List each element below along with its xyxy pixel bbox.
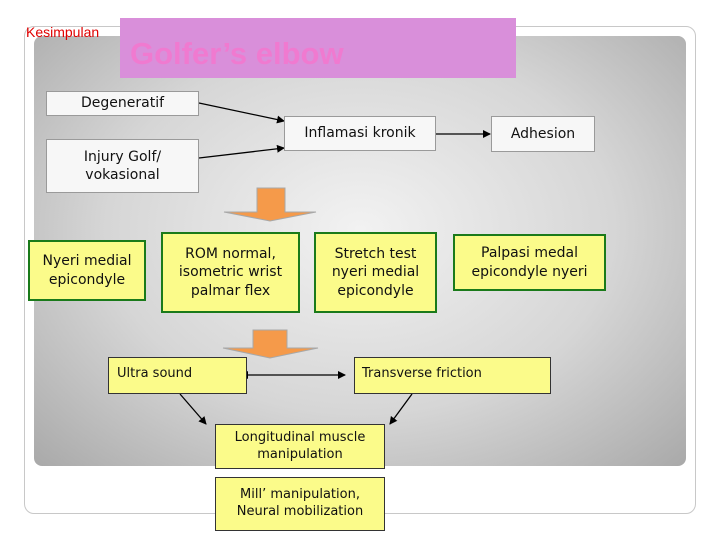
arrow-ultrasound-to-longitudinal [179, 393, 207, 425]
section-label: Kesimpulan [26, 24, 100, 40]
box-injury: Injury Golf/ vokasional [46, 139, 199, 193]
box-longitudinal: Longitudinal muscle manipulation [215, 424, 385, 469]
arrow-injury-to-inflamasi [198, 144, 285, 159]
box-mill: Mill’ manipulation, Neural mobilization [215, 477, 385, 531]
box-stretch: Stretch test nyeri medial epicondyle [314, 232, 437, 313]
box-palpasi: Palpasi medal epicondyle nyeri [453, 234, 606, 291]
box-ultra-sound: Ultra sound [108, 357, 247, 394]
down-arrow-lower [222, 329, 319, 359]
box-nyeri-medial: Nyeri medial epicondyle [28, 240, 146, 301]
slide-title: Golfer’s elbow [120, 18, 516, 78]
box-transverse: Transverse friction [354, 357, 551, 394]
box-degeneratif: Degeneratif [46, 91, 199, 116]
arrow-transverse-to-longitudinal [389, 393, 413, 425]
down-arrow-upper [223, 187, 317, 222]
box-inflamasi: Inflamasi kronik [284, 116, 436, 151]
box-rom: ROM normal, isometric wrist palmar flex [161, 232, 300, 313]
arrow-degeneratif-to-inflamasi [198, 102, 285, 124]
box-adhesion: Adhesion [491, 116, 595, 152]
